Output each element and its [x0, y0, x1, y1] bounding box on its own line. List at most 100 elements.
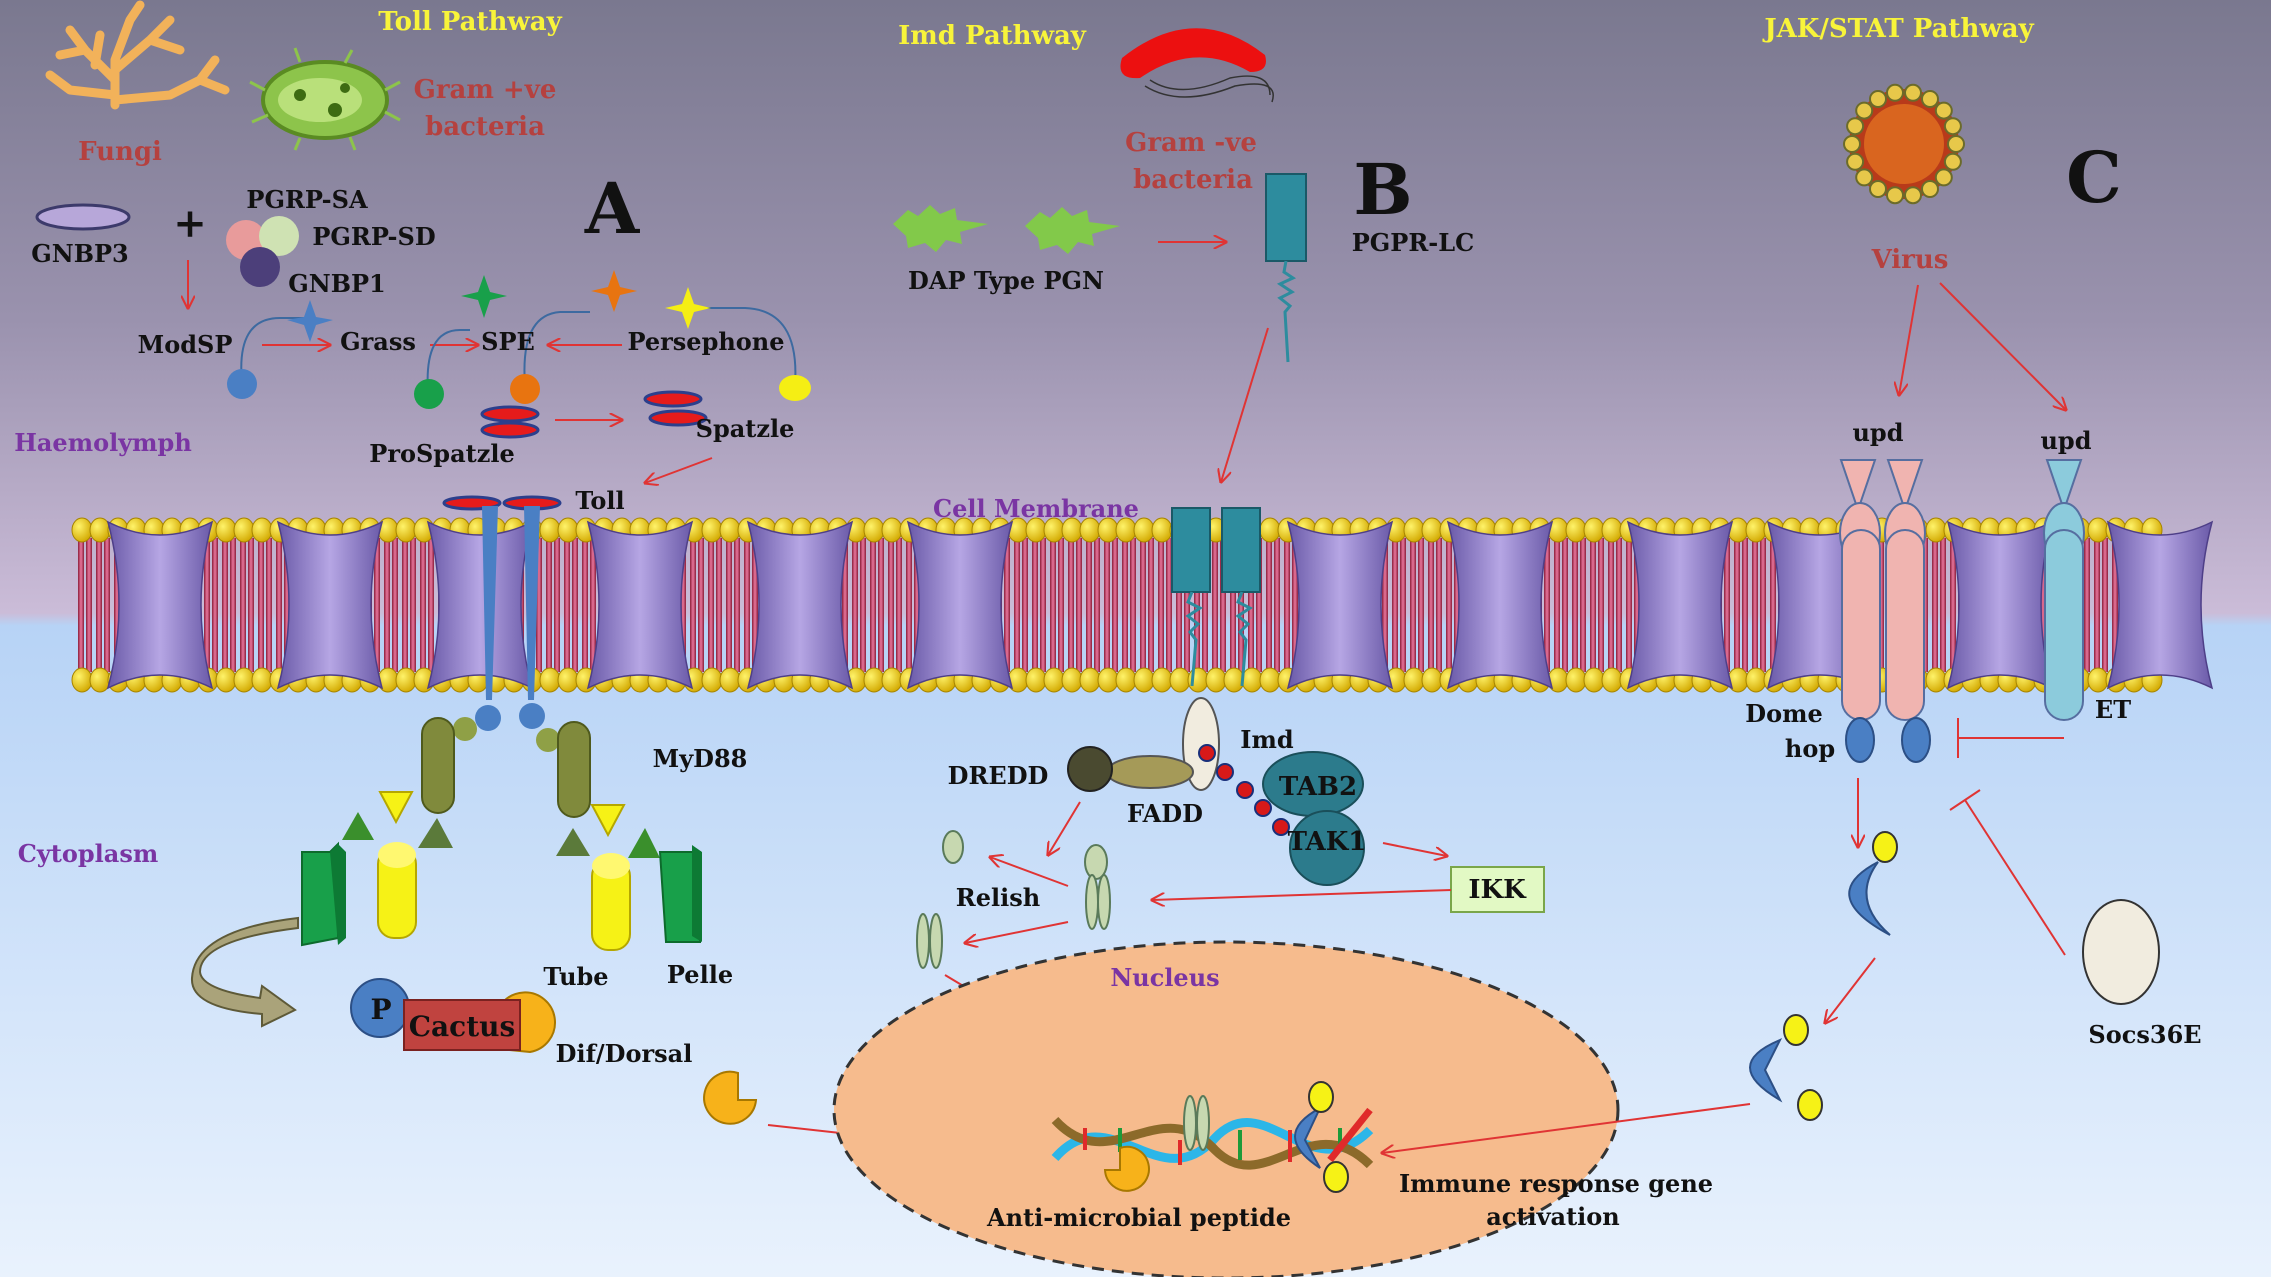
protease-stems — [240, 307, 797, 393]
gram-negative-label-2: bacteria — [1133, 165, 1253, 195]
socs36e-shape — [2082, 899, 2160, 1005]
myd88-left — [421, 717, 477, 814]
dap-pgn-star-2 — [1025, 207, 1120, 254]
imd-label: Imd — [1240, 725, 1294, 754]
panel-letter-a: A — [584, 167, 641, 250]
tube-label: Tube — [543, 962, 608, 991]
toll-label: Toll — [575, 486, 624, 515]
gram-negative-label-1: Gram -ve — [1125, 128, 1257, 158]
curved-arrow-icon — [190, 916, 299, 1028]
dif-dorsal-label: Dif/Dorsal — [556, 1039, 693, 1068]
gnbp1-label: GNBP1 — [288, 269, 385, 298]
ubiquitin-chain — [1198, 744, 1290, 836]
relish-fragment-pair — [916, 913, 943, 969]
persephone-domain — [779, 375, 811, 401]
arrow-ikk-to-relish — [1152, 889, 1452, 900]
gram-positive-bacteria-icon — [249, 47, 401, 151]
gram-positive-label-1: Gram +ve — [414, 75, 557, 105]
tab2-label: TAB2 — [1279, 772, 1357, 802]
persephone-star-icon — [665, 287, 711, 329]
cactus-box — [403, 999, 521, 1051]
imd-pathway-title: Imd Pathway — [898, 21, 1087, 51]
relish-shape — [1084, 844, 1111, 930]
nucleus — [832, 940, 1620, 1280]
stat-monomer — [1848, 831, 1898, 936]
hop-label: hop — [1785, 734, 1835, 763]
fungi-label: Fungi — [78, 137, 162, 167]
gram-negative-bacteria-icon — [1120, 28, 1274, 103]
modsp-star-icon — [287, 300, 333, 342]
pgrp-lc-label: PGPR-LC — [1352, 228, 1474, 257]
pgrp-lc-receptor — [1265, 173, 1307, 363]
gnbp3-label: GNBP3 — [31, 239, 128, 268]
pelle-label: Pelle — [667, 960, 733, 989]
pgrp-sa-label: PGRP-SA — [246, 185, 368, 214]
amp-label: Anti-microbial peptide — [986, 1203, 1291, 1232]
stat-in-nucleus — [1294, 1081, 1349, 1193]
plus-sign: + — [173, 200, 207, 247]
arrow-stat-to-nucleus — [1382, 1103, 1751, 1153]
gnbp3-shape — [35, 203, 131, 231]
dome-label: Dome — [1745, 699, 1822, 728]
grass-label: Grass — [340, 327, 416, 356]
relish-label: Relish — [956, 883, 1040, 912]
panel-letter-b: B — [1353, 148, 1412, 231]
jakstat-pathway-title: JAK/STAT Pathway — [1762, 14, 2034, 44]
arrow-stat-dimerize — [1825, 957, 1876, 1023]
immune-response-label-1: Immune response gene — [1399, 1169, 1713, 1198]
cytoplasm-label: Cytoplasm — [18, 839, 159, 868]
tak1-shape — [1289, 810, 1365, 886]
et-label: ET — [2095, 695, 2131, 724]
nucleus-label: Nucleus — [1110, 963, 1219, 992]
virus-icon — [1843, 83, 1965, 205]
myd88-label: MyD88 — [653, 744, 748, 773]
ikk-label: IKK — [1468, 875, 1527, 905]
prospatzle-shape — [480, 405, 540, 439]
upd-label-2: upd — [2040, 426, 2091, 455]
arrow-tak1-to-ikk — [1382, 842, 1447, 856]
grass-domain — [414, 379, 444, 409]
fadd-shape — [1106, 755, 1194, 789]
pgrp-lc-dimer — [1171, 507, 1261, 687]
phospho-label: P — [370, 993, 391, 1026]
spatzle-label: Spatzle — [696, 414, 795, 443]
pgrp-sd-shape — [259, 216, 299, 256]
upd-label-1: upd — [1852, 418, 1903, 447]
stat-dimer — [1749, 1014, 1823, 1121]
toll-pathway-title: Toll Pathway — [378, 7, 562, 37]
dna-helix-icon — [1051, 1107, 1374, 1170]
haemolymph-label: Haemolymph — [14, 428, 192, 457]
grass-star-icon — [461, 275, 507, 318]
dif-in-nucleus — [1103, 1145, 1150, 1192]
ikk-box — [1450, 866, 1545, 913]
toll-arrows — [188, 260, 713, 483]
relish-in-nucleus — [1183, 1095, 1210, 1151]
gnbp1-shape — [240, 247, 280, 287]
dome-receptor-pair — [1839, 459, 1931, 763]
persephone-label: Persephone — [627, 327, 784, 356]
virus-label: Virus — [1871, 245, 1949, 275]
socs36e-label: Socs36E — [2088, 1020, 2201, 1049]
myd88-right — [536, 721, 591, 818]
arrow-pgrp-to-membrane — [1221, 327, 1269, 482]
cell-membrane-label: Cell Membrane — [933, 494, 1139, 523]
toll-receptor — [442, 495, 562, 731]
virus-arrows — [1899, 282, 2066, 410]
pgrp-sd-label: PGRP-SD — [312, 222, 435, 251]
spe-star-icon — [591, 270, 637, 312]
modsp-label: ModSP — [138, 330, 233, 359]
fungi-icon — [45, 0, 230, 110]
et-receptor — [2043, 459, 2085, 721]
modsp-domain — [227, 369, 257, 399]
dif-dorsal-free-shape — [703, 1070, 758, 1125]
spe-label: SPE — [481, 327, 535, 356]
tak1-label: TAK1 — [1288, 827, 1367, 857]
tube-pelle-complex-left — [301, 791, 453, 947]
fadd-label: FADD — [1127, 799, 1203, 828]
dredd-shape — [1067, 746, 1113, 792]
spe-domain — [510, 374, 540, 404]
cactus-label: Cactus — [409, 1010, 516, 1043]
immune-response-label-2: activation — [1486, 1202, 1620, 1231]
